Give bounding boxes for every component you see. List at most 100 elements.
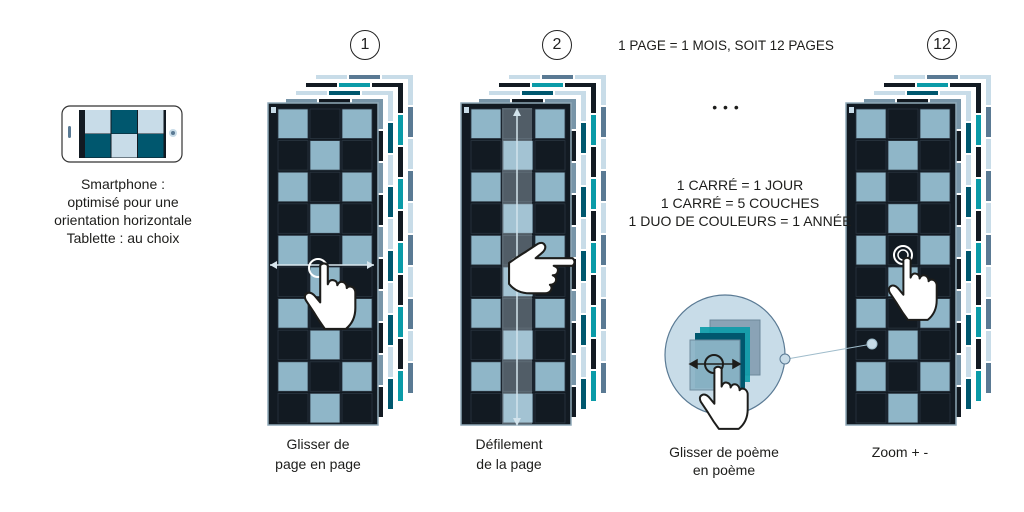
step-number-12: 12 bbox=[927, 30, 957, 60]
day-square bbox=[534, 108, 566, 139]
app-logo-icon bbox=[464, 107, 469, 113]
phone-square bbox=[111, 110, 137, 134]
day-square bbox=[919, 203, 951, 234]
day-square bbox=[470, 329, 502, 361]
day-square bbox=[470, 234, 502, 266]
caption-scroll-1: Défilement bbox=[475, 436, 543, 452]
caption-swipe-1: Glisser de bbox=[286, 436, 350, 452]
day-square bbox=[502, 329, 534, 361]
phone-square bbox=[85, 134, 111, 158]
day-square bbox=[277, 329, 309, 361]
day-square bbox=[470, 266, 502, 297]
day-square bbox=[341, 392, 373, 424]
page-stack-12 bbox=[845, 71, 996, 426]
day-square bbox=[887, 140, 919, 171]
page-stack-1 bbox=[267, 71, 418, 426]
phone-home-button-dot bbox=[171, 131, 175, 135]
legend-line-day: 1 CARRÉ = 1 JOUR bbox=[676, 177, 804, 193]
day-square bbox=[309, 392, 341, 424]
day-square bbox=[534, 392, 566, 424]
day-square bbox=[309, 171, 341, 203]
tap-zoom-hand-icon bbox=[887, 256, 938, 321]
day-square bbox=[887, 329, 919, 361]
day-square bbox=[502, 298, 534, 329]
device-caption-3: orientation horizontale bbox=[54, 212, 192, 228]
day-square bbox=[341, 329, 373, 361]
caption-poem-2: en poème bbox=[692, 462, 756, 478]
phone-square bbox=[111, 134, 137, 158]
day-square bbox=[919, 234, 951, 266]
front-page bbox=[845, 102, 957, 426]
day-square bbox=[855, 298, 887, 329]
legend-line-layers: 1 CARRÉ = 5 COUCHES bbox=[660, 195, 820, 211]
day-square bbox=[855, 203, 887, 234]
day-square bbox=[309, 361, 341, 392]
phone-speaker-icon bbox=[68, 126, 71, 138]
day-square bbox=[919, 361, 951, 392]
day-square bbox=[855, 266, 887, 297]
connector-dot bbox=[866, 338, 878, 350]
caption-zoom: Zoom + - bbox=[871, 444, 929, 460]
day-square bbox=[277, 203, 309, 234]
device-caption-1: Smartphone : bbox=[80, 176, 166, 192]
day-square bbox=[855, 108, 887, 139]
day-square bbox=[277, 108, 309, 139]
phone-square bbox=[138, 110, 164, 134]
hand-shape bbox=[887, 256, 938, 321]
day-square bbox=[887, 108, 919, 139]
swipe-layers-hand-icon bbox=[698, 365, 749, 430]
day-square bbox=[277, 361, 309, 392]
day-square bbox=[855, 140, 887, 171]
day-square bbox=[341, 171, 373, 203]
day-square bbox=[534, 140, 566, 171]
day-square bbox=[309, 140, 341, 171]
device-caption-2: optimisé pour une bbox=[67, 194, 179, 210]
phone-square bbox=[85, 110, 111, 134]
day-square bbox=[919, 108, 951, 139]
magnifier-handle-dot bbox=[779, 353, 791, 365]
day-square bbox=[534, 298, 566, 329]
day-square bbox=[470, 203, 502, 234]
day-square bbox=[277, 140, 309, 171]
poem-swipe-arrow bbox=[688, 358, 742, 370]
legend-line-year: 1 DUO DE COULEURS = 1 ANNÉE bbox=[628, 213, 852, 229]
connector-line bbox=[786, 343, 873, 360]
day-square bbox=[919, 140, 951, 171]
day-square bbox=[470, 108, 502, 139]
day-square bbox=[502, 140, 534, 171]
day-square bbox=[887, 171, 919, 203]
day-square bbox=[919, 329, 951, 361]
day-square bbox=[470, 140, 502, 171]
device-caption-4: Tablette : au choix bbox=[66, 230, 180, 246]
day-square bbox=[534, 203, 566, 234]
day-square bbox=[855, 392, 887, 424]
day-square bbox=[502, 361, 534, 392]
day-square bbox=[887, 392, 919, 424]
ellipsis: • • • bbox=[712, 99, 740, 115]
app-logo-icon bbox=[271, 107, 276, 113]
day-square bbox=[277, 298, 309, 329]
app-logo-icon bbox=[849, 107, 854, 113]
day-square bbox=[277, 392, 309, 424]
day-square bbox=[534, 329, 566, 361]
day-square bbox=[470, 171, 502, 203]
day-square bbox=[277, 171, 309, 203]
hand-shape bbox=[698, 365, 749, 430]
day-square bbox=[534, 171, 566, 203]
day-square bbox=[341, 361, 373, 392]
day-square bbox=[470, 298, 502, 329]
pages-summary: 1 PAGE = 1 MOIS, SOIT 12 PAGES bbox=[618, 38, 834, 53]
day-square bbox=[309, 329, 341, 361]
step-number-1: 1 bbox=[350, 30, 380, 60]
hand-shape bbox=[508, 241, 576, 295]
day-square bbox=[277, 266, 309, 297]
caption-scroll-2: de la page bbox=[476, 456, 542, 472]
day-square bbox=[887, 361, 919, 392]
day-square bbox=[309, 203, 341, 234]
day-square bbox=[341, 203, 373, 234]
day-square bbox=[341, 234, 373, 266]
step-number-2: 2 bbox=[542, 30, 572, 60]
day-square bbox=[470, 392, 502, 424]
day-square bbox=[502, 171, 534, 203]
